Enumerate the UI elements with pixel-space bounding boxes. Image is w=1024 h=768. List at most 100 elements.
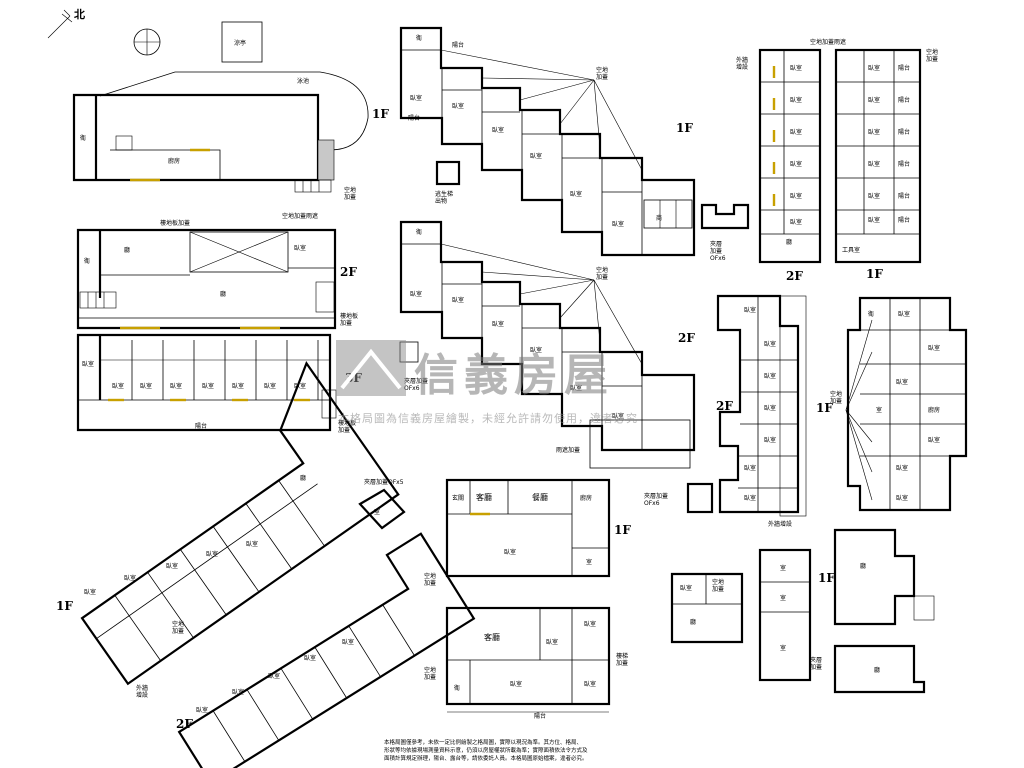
- bedroom-a3-8: 臥室: [294, 382, 306, 390]
- building-b-2f: [399, 220, 696, 469]
- building-a-2f: [76, 228, 337, 330]
- floor-label-c2: 2F: [786, 269, 803, 283]
- canopy-outline: [99, 71, 369, 151]
- j1-bed-3: 臥室: [166, 562, 178, 570]
- b1-bed-2: 臥室: [452, 102, 464, 110]
- f2-bed-3: 臥室: [510, 680, 522, 688]
- hall-a2: 廳: [220, 290, 226, 298]
- b2-wash-1: 衛: [416, 228, 422, 236]
- e1-bed-3: 臥室: [896, 378, 908, 386]
- b1-shop: 商: [656, 214, 662, 222]
- f1-living: 客廳: [476, 492, 492, 502]
- pavilion-label: 涼亭: [234, 39, 246, 47]
- j2-outer-wall: 外牆增設: [136, 684, 148, 699]
- floor-label-a1: 1F: [372, 107, 389, 121]
- building-i-1f: [833, 528, 935, 626]
- bedroom-a3-6: 臥室: [232, 382, 244, 390]
- j2-bed-5: 臥室: [342, 638, 354, 646]
- f1-bedroom: 臥室: [504, 548, 516, 556]
- bedroom-a3-3: 臥室: [140, 382, 152, 390]
- j2-bed-3: 臥室: [268, 672, 280, 680]
- footnote-line-2: 形狀等均依據現場測量資料示意，仍須以房屋權狀所載為準；實際面積依法令方式及: [384, 746, 588, 754]
- j1-mezz-ext: 夾層加蓋OFx5: [364, 478, 404, 486]
- j1-annex: [358, 488, 406, 530]
- j1-bed-1: 臥室: [84, 588, 96, 596]
- e1-bed-6: 臥室: [896, 494, 908, 502]
- building-i-mezz: [833, 644, 926, 694]
- c1-bed-6: 臥室: [868, 216, 880, 224]
- bedroom-a3-1: 臥室: [82, 360, 94, 368]
- c1-vacant: 空地加蓋: [926, 48, 938, 63]
- i1-hall: 廳: [860, 562, 866, 570]
- h-room-1: 室: [780, 564, 786, 572]
- washroom-a2: 衛: [84, 257, 90, 265]
- e1-bed-4: 臥室: [928, 436, 940, 444]
- building-e-1f: [846, 296, 968, 512]
- i2-hall: 廳: [874, 666, 880, 674]
- c2-bed-3: 臥室: [790, 128, 802, 136]
- c2-bed-5: 臥室: [790, 192, 802, 200]
- g-vacant: 空地加蓋: [712, 578, 724, 593]
- building-f-1f: [445, 478, 611, 578]
- d2-bed-2: 臥室: [764, 340, 776, 348]
- c1-bed-2: 臥室: [868, 96, 880, 104]
- b2-bed-3: 臥室: [492, 320, 504, 328]
- d2-annex: [686, 482, 714, 514]
- c1-bal-3: 陽台: [898, 128, 910, 136]
- building-f-2f: [445, 606, 611, 713]
- c1-bed-1: 臥室: [868, 64, 880, 72]
- b2-bed-5: 臥室: [570, 384, 582, 392]
- c1-bal-5: 陽台: [898, 192, 910, 200]
- footnote-line-1: 本格局圖僅參考，未依一定比例繪製之格局圖，實際以現況為準。其方位、格局、: [384, 738, 582, 746]
- j2-bed-1: 臥室: [196, 706, 208, 714]
- j2-bed-2: 臥室: [232, 688, 244, 696]
- j1-hall: 廳: [300, 474, 306, 482]
- bedroom-a3-4: 臥室: [170, 382, 182, 390]
- bedroom-a2: 臥室: [294, 244, 306, 252]
- vacant-shed-a1: 空地加蓋雨遮: [282, 212, 318, 220]
- c2-bed-6: 臥室: [790, 218, 802, 226]
- d2-bed-7: 臥室: [744, 494, 756, 502]
- f2-living: 客廳: [484, 632, 500, 642]
- bedroom-a3-2: 臥室: [112, 382, 124, 390]
- c1-bal-2: 陽台: [898, 96, 910, 104]
- floor-label-i1: 1F: [818, 571, 835, 585]
- c2-bed-2: 臥室: [790, 96, 802, 104]
- c1-bal-4: 陽台: [898, 160, 910, 168]
- c1-bed-4: 臥室: [868, 160, 880, 168]
- b1-bed-6: 臥室: [612, 220, 624, 228]
- b1-wash-1: 衛: [416, 34, 422, 42]
- b1-leader-lines: [440, 49, 643, 171]
- hall-a2-top: 廳: [124, 246, 130, 254]
- floor-label-d2: 2F: [716, 399, 733, 413]
- c2-bed-1: 臥室: [790, 64, 802, 72]
- watermark-note: 本格局圖為信義房屋繪製，未經允許請勿使用，違者必究: [338, 411, 638, 425]
- e1-leader-lines: [845, 319, 873, 501]
- building-b-1f: [399, 26, 696, 257]
- b2-bed-2: 臥室: [452, 296, 464, 304]
- stair-exit-box: [435, 160, 461, 186]
- floor-label-b2: 2F: [678, 331, 695, 345]
- washroom-a1: 衛: [80, 134, 86, 142]
- f2-bed-2: 臥室: [584, 620, 596, 628]
- b2-bed-6: 臥室: [612, 412, 624, 420]
- f1-foyer: 玄關: [452, 494, 464, 502]
- b2-leader-lines: [440, 243, 643, 365]
- bedroom-a3-7: 臥室: [264, 382, 276, 390]
- b2-bed-1: 臥室: [410, 290, 422, 298]
- watermark-brand: 信義房屋: [414, 350, 614, 401]
- c1-bed-3: 臥室: [868, 128, 880, 136]
- building-j-2f: [177, 532, 476, 768]
- g-bed: 臥室: [680, 584, 692, 592]
- building-h: [758, 548, 812, 682]
- d2-bed-5: 臥室: [764, 436, 776, 444]
- b1-bed-4: 臥室: [530, 152, 542, 160]
- c2-hall: 廳: [786, 238, 792, 246]
- d2-bed-4: 臥室: [764, 404, 776, 412]
- balcony-a3: 陽台: [195, 422, 207, 430]
- b1-bed-5: 臥室: [570, 190, 582, 198]
- j2-bed-4: 臥室: [304, 654, 316, 662]
- c2-outer-wall: 外牆增設: [736, 56, 748, 71]
